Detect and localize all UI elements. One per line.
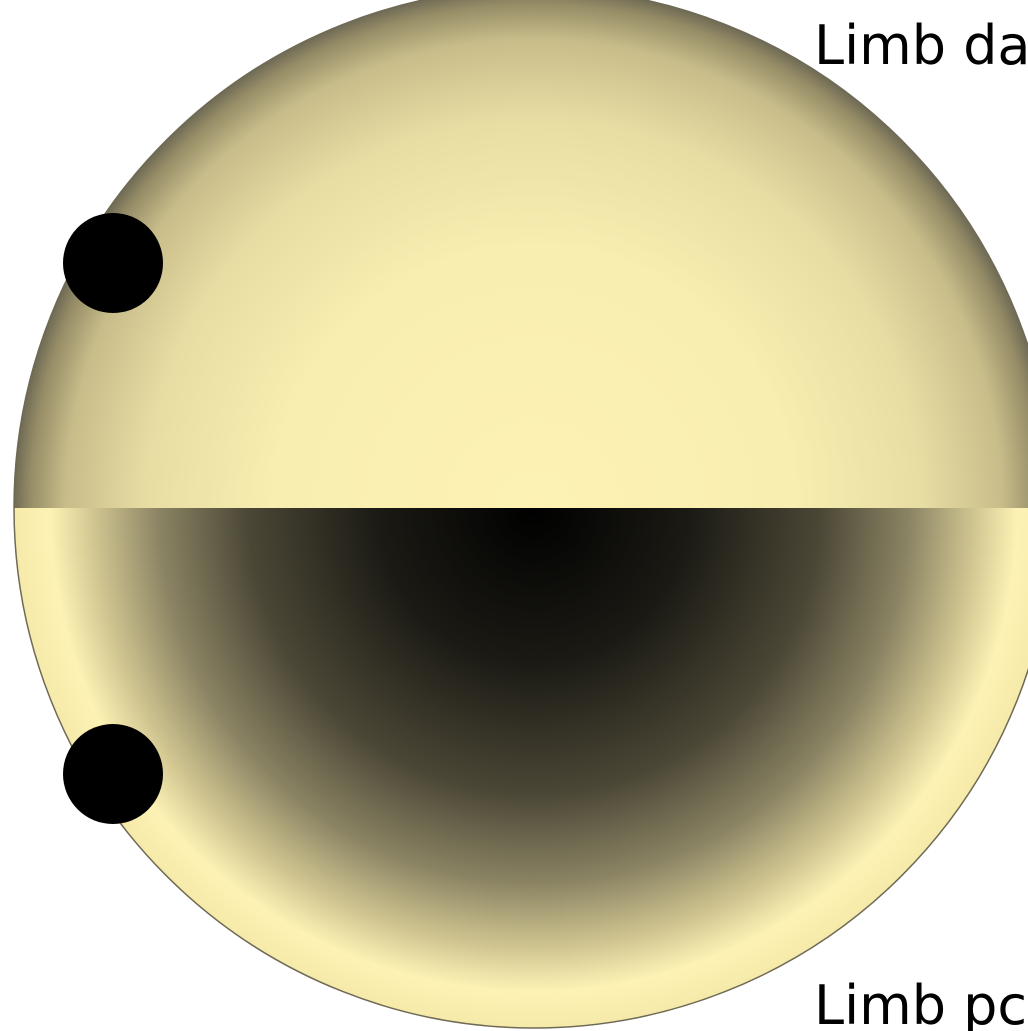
label-limb-darkening: Limb da (814, 14, 1028, 77)
spot-lower-left (63, 724, 163, 824)
stellar-disk (14, 0, 1028, 1028)
spot-upper-left (63, 213, 163, 313)
label-limb-brightening: Limb pc (814, 974, 1027, 1031)
